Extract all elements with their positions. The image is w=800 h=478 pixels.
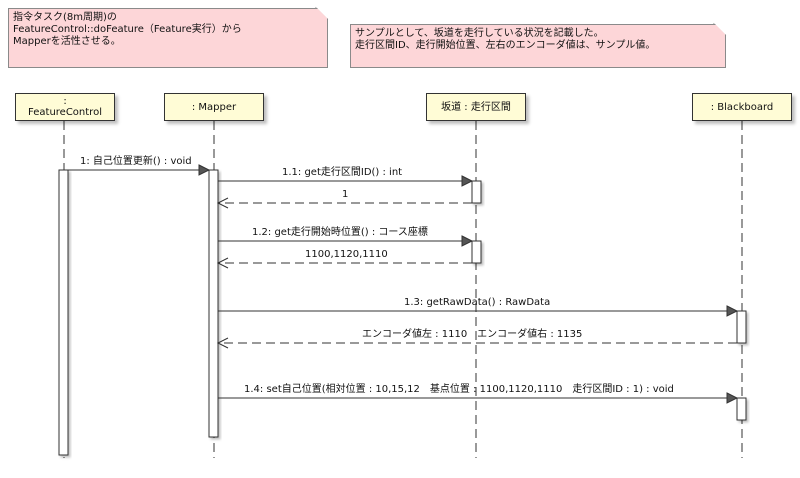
message-1-1-arrowhead bbox=[461, 175, 474, 187]
return-1-label: 1 bbox=[342, 189, 349, 200]
note-activation-description: 指令タスク(8m周期)の FeatureControl::doFeature（F… bbox=[8, 8, 328, 68]
activation-featurecontrol bbox=[58, 169, 69, 456]
lifeline-section: 坂道 : 走行区間 bbox=[426, 93, 526, 121]
message-1-arrowhead bbox=[198, 164, 211, 176]
message-1-label: 1: 自己位置更新() : void bbox=[80, 156, 192, 167]
activation-blackboard-1 bbox=[736, 310, 747, 344]
return-1-3-arrowhead bbox=[216, 337, 229, 349]
lifeline-mapper-label: : Mapper bbox=[191, 101, 237, 113]
activation-blackboard-2 bbox=[736, 397, 747, 421]
lifeline-mapper: : Mapper bbox=[164, 93, 264, 121]
message-1-4-label: 1.4: set自己位置(相対位置 : 10,15,12 基点位置 : 1100… bbox=[244, 384, 674, 395]
return-1-2-arrowhead bbox=[216, 257, 229, 269]
message-1-3-arrowhead bbox=[726, 305, 739, 317]
return-1-2-label: 1100,1120,1110 bbox=[305, 249, 388, 260]
activation-section-1 bbox=[471, 180, 482, 204]
message-1-3-label: 1.3: getRawData() : RawData bbox=[404, 297, 551, 308]
lifeline-section-label: 坂道 : 走行区間 bbox=[441, 101, 511, 113]
note-sample-description: サンプルとして、坂道を走行している状況を記載した。 走行区間ID、走行開始位置、… bbox=[350, 24, 726, 68]
return-1-arrowhead bbox=[216, 197, 229, 209]
lifeline-blackboard-label: : Blackboard bbox=[710, 101, 774, 113]
message-1-4-arrowhead bbox=[726, 392, 739, 404]
return-1-3-label: エンコーダ値左 : 1110 エンコーダ値右 : 1135 bbox=[362, 329, 583, 340]
message-1-1-label: 1.1: get走行区間ID() : int bbox=[282, 167, 403, 178]
lifeline-blackboard: : Blackboard bbox=[692, 93, 792, 121]
activation-section-2 bbox=[471, 240, 482, 264]
message-1-2-label: 1.2: get走行開始時位置() : コース座標 bbox=[252, 227, 428, 238]
activation-mapper bbox=[208, 169, 219, 438]
lifeline-featurecontrol: : FeatureControl bbox=[15, 93, 115, 121]
message-1-2-arrowhead bbox=[461, 235, 474, 247]
lifeline-featurecontrol-label: : FeatureControl bbox=[28, 96, 102, 118]
